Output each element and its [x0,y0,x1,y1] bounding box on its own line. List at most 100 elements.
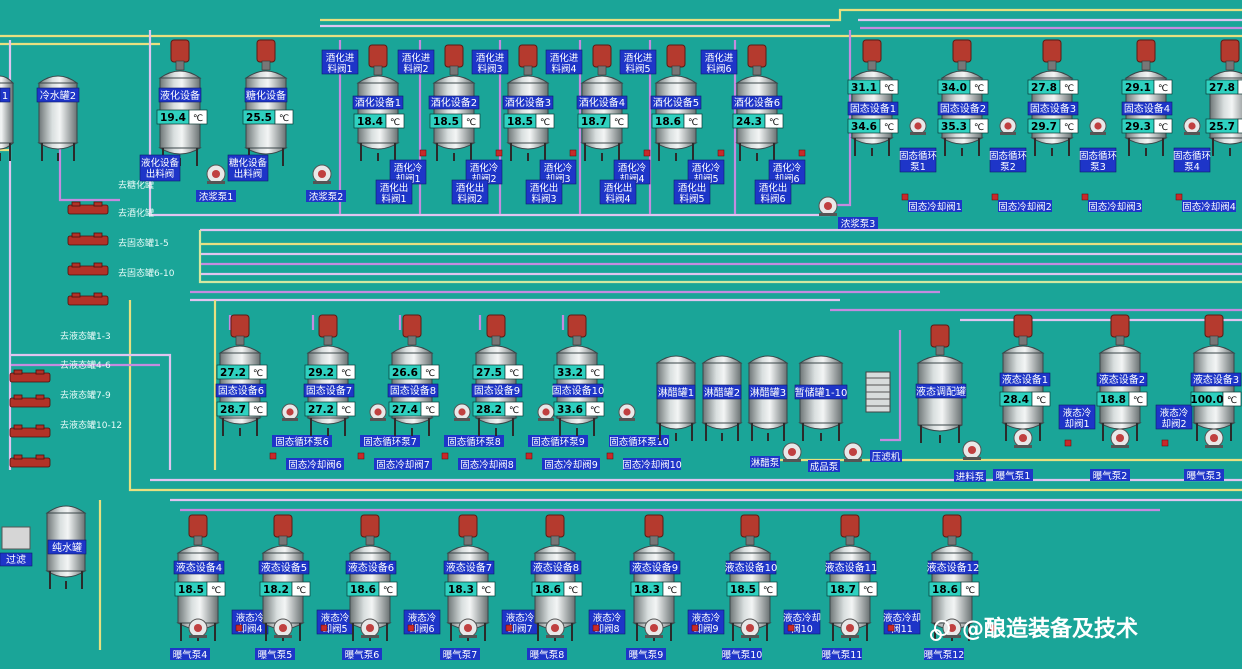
valve-label[interactable]: 糖化设备出料阀 [227,154,269,182]
aeration-pump-icon[interactable] [840,618,860,638]
feed-pump-icon[interactable] [962,440,982,460]
valve-indicator-icon[interactable] [798,149,806,157]
circulation-pump-icon[interactable] [618,403,636,421]
filter-press-icon[interactable] [865,371,891,413]
solid-state-tank[interactable] [940,39,984,156]
fermentation-tank[interactable] [580,44,624,161]
screw-pump-icon[interactable] [67,201,109,215]
filter-unit-icon[interactable] [1,526,31,550]
slurry-pump-icon[interactable] [206,164,226,184]
valve-indicator-icon[interactable] [505,624,513,632]
slurry-pump-icon[interactable] [818,196,838,216]
vinegar-pump-icon[interactable] [782,442,802,462]
valve-indicator-icon[interactable] [887,624,895,632]
fermentation-tank[interactable] [356,44,400,161]
valve-label[interactable]: 酒化出料阀6 [754,179,792,205]
fermentation-tank[interactable] [654,44,698,161]
circulation-pump-icon[interactable] [281,403,299,421]
circulation-pump-icon[interactable] [369,403,387,421]
valve-indicator-icon[interactable] [235,624,243,632]
fermentation-tank[interactable] [735,44,779,161]
screw-pump-icon[interactable] [9,454,51,468]
valve-indicator-icon[interactable] [991,193,999,201]
valve-indicator-icon[interactable] [269,452,277,460]
valve-label[interactable]: 酒化出料阀2 [451,179,489,205]
aeration-pump-icon[interactable] [644,618,664,638]
valve-indicator-icon[interactable] [407,624,415,632]
circulation-pump-icon[interactable] [909,117,927,135]
liquid-state-tank[interactable] [1001,314,1045,441]
fermentation-tank[interactable] [432,44,476,161]
liquid-state-tank[interactable] [1098,314,1142,441]
fermentation-tank[interactable] [506,44,550,161]
aeration-pump-icon[interactable] [1204,428,1224,448]
aeration-pump-icon[interactable] [360,618,380,638]
valve-indicator-icon[interactable] [1175,193,1183,201]
valve-label[interactable]: 酒化进料阀2 [397,49,435,75]
valve-indicator-icon[interactable] [901,193,909,201]
valve-indicator-icon[interactable] [989,624,997,632]
valve-label[interactable]: 液态冷却阀7 [501,609,539,635]
valve-label[interactable]: 酒化出料阀3 [525,179,563,205]
valve-indicator-icon[interactable] [787,624,795,632]
slurry-pump-icon[interactable] [312,164,332,184]
aeration-pump-icon[interactable] [458,618,478,638]
solid-state-tank[interactable] [850,39,894,156]
aeration-pump-icon[interactable] [545,618,565,638]
valve-label[interactable]: 酒化进料阀3 [471,49,509,75]
valve-indicator-icon[interactable] [525,452,533,460]
valve-label[interactable]: 酒化出料阀5 [673,179,711,205]
valve-indicator-icon[interactable] [320,624,328,632]
circulation-pump-icon[interactable] [999,117,1017,135]
solid-state-tank[interactable] [1030,39,1074,156]
aeration-pump-icon[interactable] [188,618,208,638]
valve-label[interactable]: 酒化冷却阀4 [613,159,651,185]
valve-label[interactable]: 液态冷却阀1 [1058,404,1096,430]
valve-indicator-icon[interactable] [569,149,577,157]
circulation-pump-icon[interactable] [1183,117,1201,135]
circulation-pump-icon[interactable] [537,403,555,421]
valve-label[interactable]: 液态冷却阀9 [687,609,725,635]
valve-label[interactable]: 酒化进料阀4 [545,49,583,75]
valve-indicator-icon[interactable] [1064,439,1072,447]
valve-indicator-icon[interactable] [643,149,651,157]
aeration-pump-icon[interactable] [273,618,293,638]
valve-indicator-icon[interactable] [606,452,614,460]
circulation-pump-icon[interactable] [453,403,471,421]
valve-indicator-icon[interactable] [495,149,503,157]
valve-indicator-icon[interactable] [1081,193,1089,201]
screw-pump-icon[interactable] [67,262,109,276]
valve-indicator-icon[interactable] [357,452,365,460]
valve-label[interactable]: 液态冷却阀2 [1155,404,1193,430]
valve-label[interactable]: 液态冷却阀8 [588,609,626,635]
screw-pump-icon[interactable] [9,369,51,383]
valve-label[interactable]: 酒化出料阀1 [375,179,413,205]
aeration-pump-icon[interactable] [740,618,760,638]
valve-indicator-icon[interactable] [592,624,600,632]
circulation-pump-icon[interactable] [1089,117,1107,135]
valve-indicator-icon[interactable] [419,149,427,157]
valve-label[interactable]: 酒化冷却阀2 [465,159,503,185]
valve-label[interactable]: 液化设备出料阀 [139,154,181,182]
valve-indicator-icon[interactable] [441,452,449,460]
aeration-pump-icon[interactable] [1110,428,1130,448]
valve-label[interactable]: 酒化进料阀1 [321,49,359,75]
valve-label[interactable]: 酒化进料阀6 [700,49,738,75]
solid-state-tank[interactable] [1208,39,1242,156]
valve-indicator-icon[interactable] [691,624,699,632]
saccharification-tank[interactable] [158,39,202,166]
aeration-pump-icon[interactable] [1013,428,1033,448]
screw-pump-icon[interactable] [9,394,51,408]
valve-label[interactable]: 酒化进料阀5 [619,49,657,75]
screw-pump-icon[interactable] [67,292,109,306]
solid-state-tank[interactable] [1124,39,1168,156]
screw-pump-icon[interactable] [67,232,109,246]
valve-label[interactable]: 液态冷却阀5 [316,609,354,635]
valve-label[interactable]: 酒化出料阀4 [599,179,637,205]
saccharification-tank[interactable] [244,39,288,166]
product-pump-icon[interactable] [843,442,863,462]
valve-indicator-icon[interactable] [1161,439,1169,447]
valve-label[interactable]: 液态冷却阀4 [231,609,269,635]
valve-indicator-icon[interactable] [717,149,725,157]
screw-pump-icon[interactable] [9,424,51,438]
